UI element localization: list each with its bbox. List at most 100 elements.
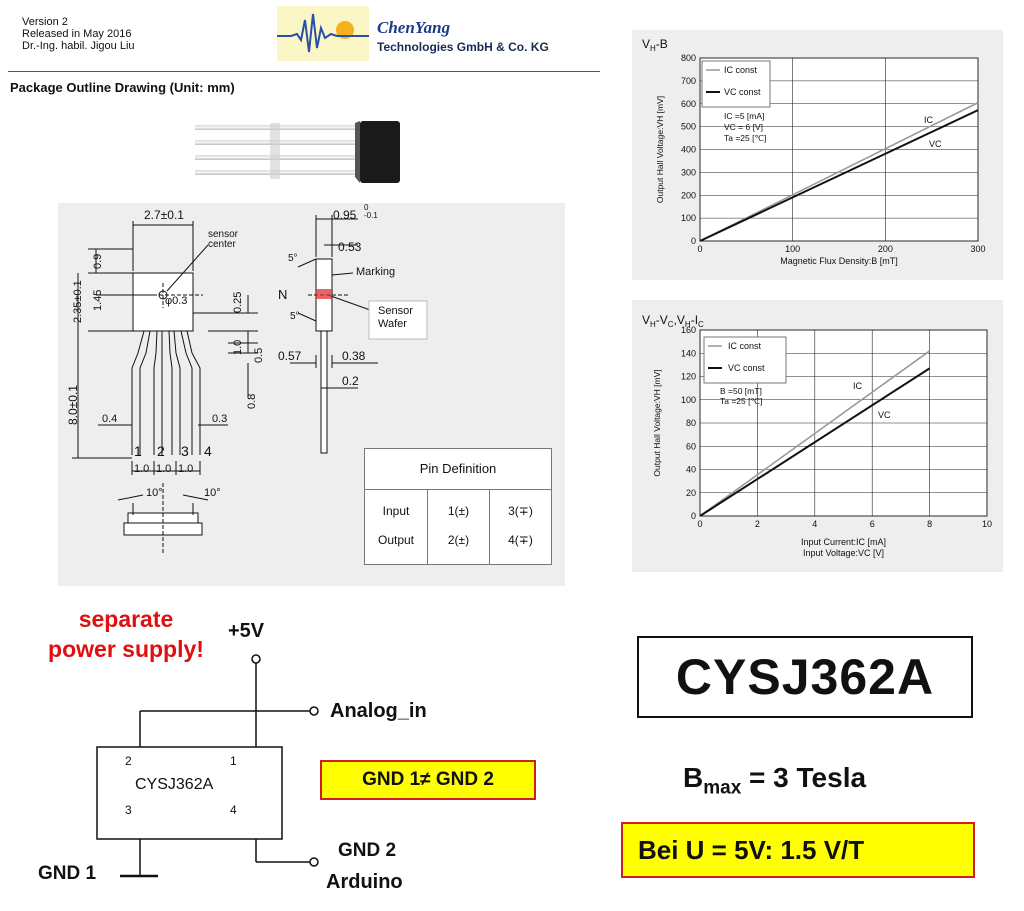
pitch-label: 1.0 xyxy=(134,463,150,475)
circuit-diagram xyxy=(96,654,319,878)
angle-5b: 5° xyxy=(290,311,300,322)
row-cell: 3(∓) xyxy=(508,504,533,518)
series-vc-line xyxy=(699,109,979,242)
legend-ic-label: IC const xyxy=(728,341,762,351)
pin-number: 2 xyxy=(157,443,165,459)
dim-width: 2.7±0.1 xyxy=(144,208,184,222)
gnd-note-box: GND 1≠ GND 2 xyxy=(320,760,536,800)
row-cell: 2(±) xyxy=(447,533,470,547)
dim-05: 0.5 xyxy=(253,347,265,363)
y-tick-label: 100 xyxy=(681,213,696,223)
legend-vc-label: VC const xyxy=(728,363,765,373)
dim-025: 0.25 xyxy=(232,291,244,313)
y-tick-label: 160 xyxy=(681,325,696,335)
row-cell: 1(±) xyxy=(447,504,470,518)
chip-pin-1: 1 xyxy=(230,754,237,768)
y-tick-label: 140 xyxy=(681,348,696,358)
x-tick-label: 100 xyxy=(785,244,800,254)
x-tick-label: 300 xyxy=(970,244,985,254)
x-tick-label: 0 xyxy=(697,519,702,529)
x-tick-label: 8 xyxy=(927,519,932,529)
y-tick-label: 800 xyxy=(681,53,696,63)
angle-right: 10° xyxy=(204,487,221,499)
condition-label: B =50 [mT] xyxy=(720,386,762,396)
waveform-logo-icon xyxy=(277,13,369,53)
chip-pin-4: 4 xyxy=(230,803,237,817)
series-ic-line xyxy=(699,350,931,517)
dim-phi: φ0.3 xyxy=(165,295,188,307)
curve-label-vc: VC xyxy=(878,410,891,420)
company-logo xyxy=(277,6,369,61)
gnd-note: GND 1≠ GND 2 xyxy=(362,769,494,790)
pin-definition-table: Pin Definition Input 1(±) 3(∓) Output 2(… xyxy=(364,448,552,565)
y-tick-label: 120 xyxy=(681,372,696,382)
x-axis-label-2: Input Voltage:VC [V] xyxy=(803,548,884,558)
condition-label: IC =5 [mA] xyxy=(724,111,764,121)
chart-title: VH-VC,VH-IC xyxy=(642,313,704,329)
curve-label-ic: IC xyxy=(853,381,863,391)
y-tick-label: 60 xyxy=(686,441,696,451)
chip-pin-3: 3 xyxy=(125,803,132,817)
dim-03: 0.3 xyxy=(212,413,228,425)
dim-053: 0.53 xyxy=(338,240,362,254)
y-axis-label: Output Hall Voltage:VH [mV] xyxy=(655,96,665,203)
y-tick-label: 0 xyxy=(691,236,696,246)
sensitivity-box: Bei U = 5V: 1.5 V/T xyxy=(621,822,975,878)
y-tick-label: 40 xyxy=(686,465,696,475)
x-tick-label: 2 xyxy=(755,519,760,529)
row-name: Output xyxy=(377,533,415,547)
x-axis-label: Magnetic Flux Density:B [mT] xyxy=(780,256,898,266)
chip-name: CYSJ362A xyxy=(135,776,214,793)
x-tick-label: 4 xyxy=(812,519,817,529)
company-name: Technologies GmbH & Co. KG xyxy=(377,40,549,54)
curve-label-ic: IC xyxy=(924,115,934,125)
pin-number: 4 xyxy=(204,443,212,459)
chart-title: VH-B xyxy=(642,37,668,53)
version-text: Version 2 xyxy=(22,16,68,28)
condition-label: Ta =25 [℃] xyxy=(720,396,762,406)
angle-left: 10° xyxy=(146,487,163,499)
pin-number: 1 xyxy=(134,443,142,459)
dim-235: 2.35±0.1 xyxy=(72,280,84,323)
y-tick-label: 20 xyxy=(686,488,696,498)
dim-095: 0.95 xyxy=(333,208,357,222)
sensitivity-text: Bei U = 5V: 1.5 V/T xyxy=(638,835,865,865)
part-number: CYSJ362A xyxy=(675,649,935,705)
dim-095-tol: 0-0.1 xyxy=(364,203,378,220)
pin-number: 3 xyxy=(181,443,189,459)
legend xyxy=(703,336,787,384)
dim-04: 0.4 xyxy=(102,413,118,425)
dim-057: 0.57 xyxy=(278,349,302,363)
marking-label: Marking xyxy=(356,266,396,278)
y-tick-label: 80 xyxy=(686,418,696,428)
gnd1-label: GND 1 xyxy=(38,863,97,884)
y-tick-label: 500 xyxy=(681,122,696,132)
series-ic-line xyxy=(699,101,979,242)
series-vc-line xyxy=(699,367,931,517)
curve-label-vc: VC xyxy=(929,139,942,149)
section-title: Package Outline Drawing (Unit: mm) xyxy=(10,80,235,95)
condition-label: VC = 6 [V] xyxy=(724,122,763,132)
dim-038: 0.38 xyxy=(342,349,366,363)
x-tick-label: 0 xyxy=(697,244,702,254)
n-label: N xyxy=(278,287,288,302)
pitch-label: 1.0 xyxy=(178,463,194,475)
plus5v-label: +5V xyxy=(228,620,265,642)
dim-10: 1.0 xyxy=(232,339,244,355)
y-tick-label: 600 xyxy=(681,99,696,109)
legend-ic-label: IC const xyxy=(724,65,758,75)
logo-name: ChenYang xyxy=(377,18,451,37)
x-tick-label: 200 xyxy=(878,244,893,254)
released-text: Released in May 2016 xyxy=(22,28,132,40)
dim-02: 0.2 xyxy=(342,374,359,388)
dim-08: 0.8 xyxy=(246,393,258,409)
y-tick-label: 400 xyxy=(681,145,696,155)
author-text: Dr.-Ing. habil. Jigou Liu xyxy=(22,40,135,52)
